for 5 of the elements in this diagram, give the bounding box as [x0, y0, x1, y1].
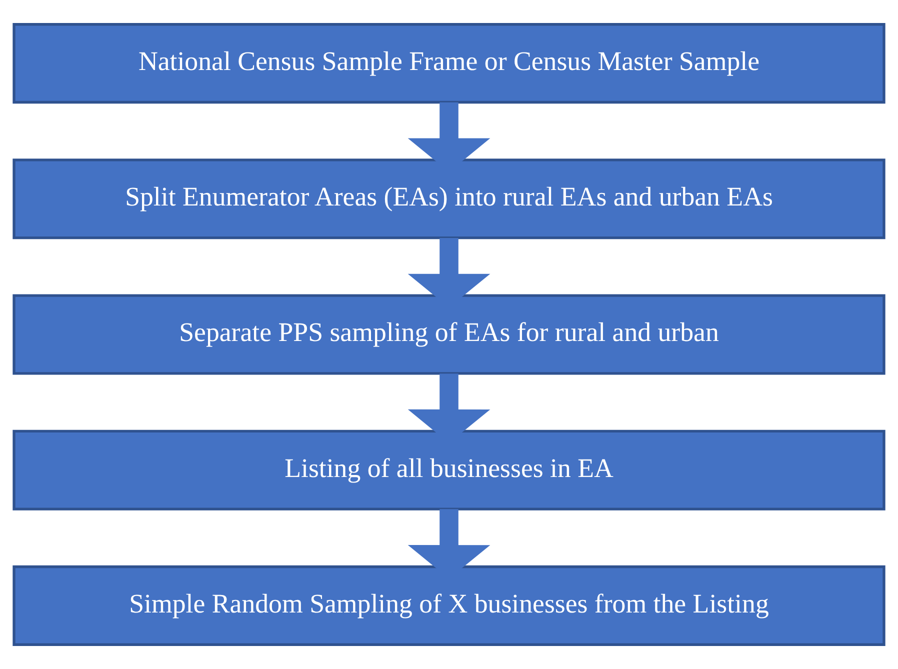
node-box: Simple Random Sampling of X businesses from the Listing [12, 565, 886, 646]
node-box: Listing of all businesses in EA [12, 430, 886, 510]
node-box: Separate PPS sampling of EAs for rural and urban [12, 294, 886, 375]
node-box: Split Enumerator Areas (EAs) into rural EAs and urban EAs [12, 158, 886, 240]
node-box: National Census Sample Frame or Census Master Sample [12, 23, 886, 104]
